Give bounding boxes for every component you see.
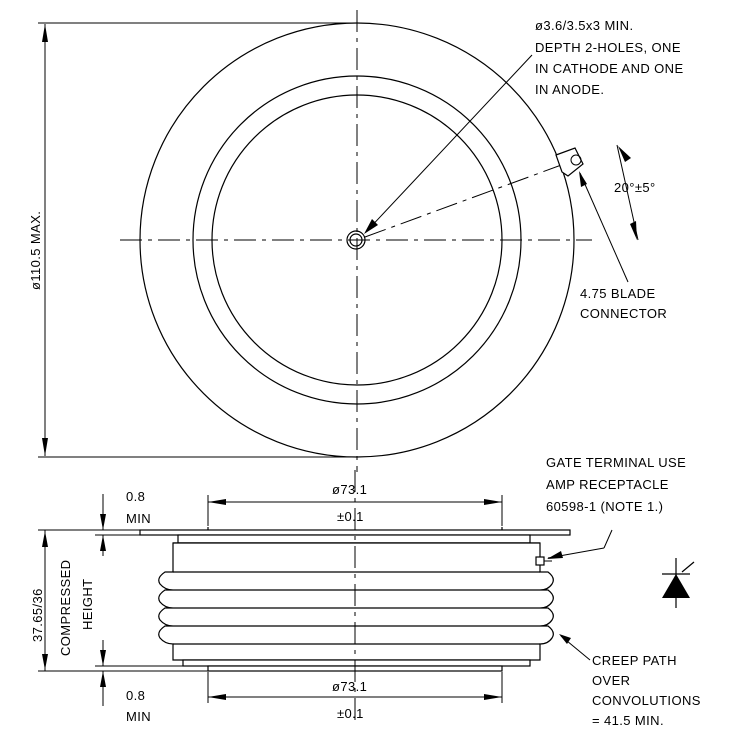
bottom-thickness-unit: MIN (126, 709, 151, 724)
ceramic-housing (158, 542, 554, 661)
angle-label: 20°±5° (614, 180, 656, 195)
arrow-right-icon (484, 499, 502, 505)
thyristor-symbol-icon (662, 558, 695, 608)
top-thickness-value: 0.8 (126, 489, 145, 504)
leader-arrow-icon (364, 219, 378, 234)
hole-note-line-4: IN ANODE. (535, 82, 604, 97)
top-view: ø110.5 MAX. ø3.6/3.5x3 MIN. DEPTH 2-HOLE… (28, 10, 684, 472)
outer-diameter-label: ø110.5 MAX. (28, 211, 43, 290)
bottom-thickness-value: 0.8 (126, 688, 145, 703)
angle-arrow-top-icon (618, 146, 631, 162)
angle-centerline (364, 159, 576, 238)
gate-note-line-1: GATE TERMINAL USE (546, 455, 686, 470)
height-label-line-2: HEIGHT (80, 578, 95, 630)
height-value: 37.65/36 (30, 588, 45, 642)
creep-note-line-1: CREEP PATH (592, 653, 677, 668)
gate-note-line-2: AMP RECEPTACLE (546, 477, 669, 492)
gate-terminal (535, 556, 552, 566)
hole-note-line-2: DEPTH 2-HOLES, ONE (535, 40, 681, 55)
creep-note-line-3: CONVOLUTIONS (592, 693, 701, 708)
bottom-shoulder (182, 659, 531, 667)
blade-leader-line (579, 172, 629, 283)
hole-note-line-3: IN CATHODE AND ONE (535, 61, 684, 76)
creep-note-line-2: OVER (592, 673, 630, 688)
hole-note-line-1: ø3.6/3.5x3 MIN. (535, 18, 633, 33)
bottom-diameter-label: ø73.1 (332, 679, 367, 694)
top-tolerance-label: ±0.1 (337, 509, 364, 524)
side-view: ø73.1 ±0.1 ø73.1 ±0.1 0.8 MIN 0.8 MIN (30, 455, 701, 728)
height-label-line-1: COMPRESSED (58, 560, 73, 656)
bottom-tolerance-label: ±0.1 (337, 706, 364, 721)
top-diameter-label: ø73.1 (332, 482, 367, 497)
arrow-down-icon (42, 438, 48, 456)
top-thickness-unit: MIN (126, 511, 151, 526)
arrow-left-icon (208, 499, 226, 505)
blade-connector-line-2: CONNECTOR (580, 306, 667, 321)
gate-note-line-3: 60598-1 (NOTE 1.) (546, 499, 663, 514)
blade-arrow-icon (579, 171, 587, 187)
top-flange (139, 529, 571, 536)
blade-connector-line-1: 4.75 BLADE (580, 286, 656, 301)
creep-note-line-4: = 41.5 MIN. (592, 713, 664, 728)
angle-arrow-bottom-icon (630, 221, 637, 240)
arrow-up-icon (42, 24, 48, 42)
blade-connector-tab (555, 147, 584, 177)
top-shoulder (177, 534, 531, 544)
hole-leader-line (365, 54, 533, 233)
